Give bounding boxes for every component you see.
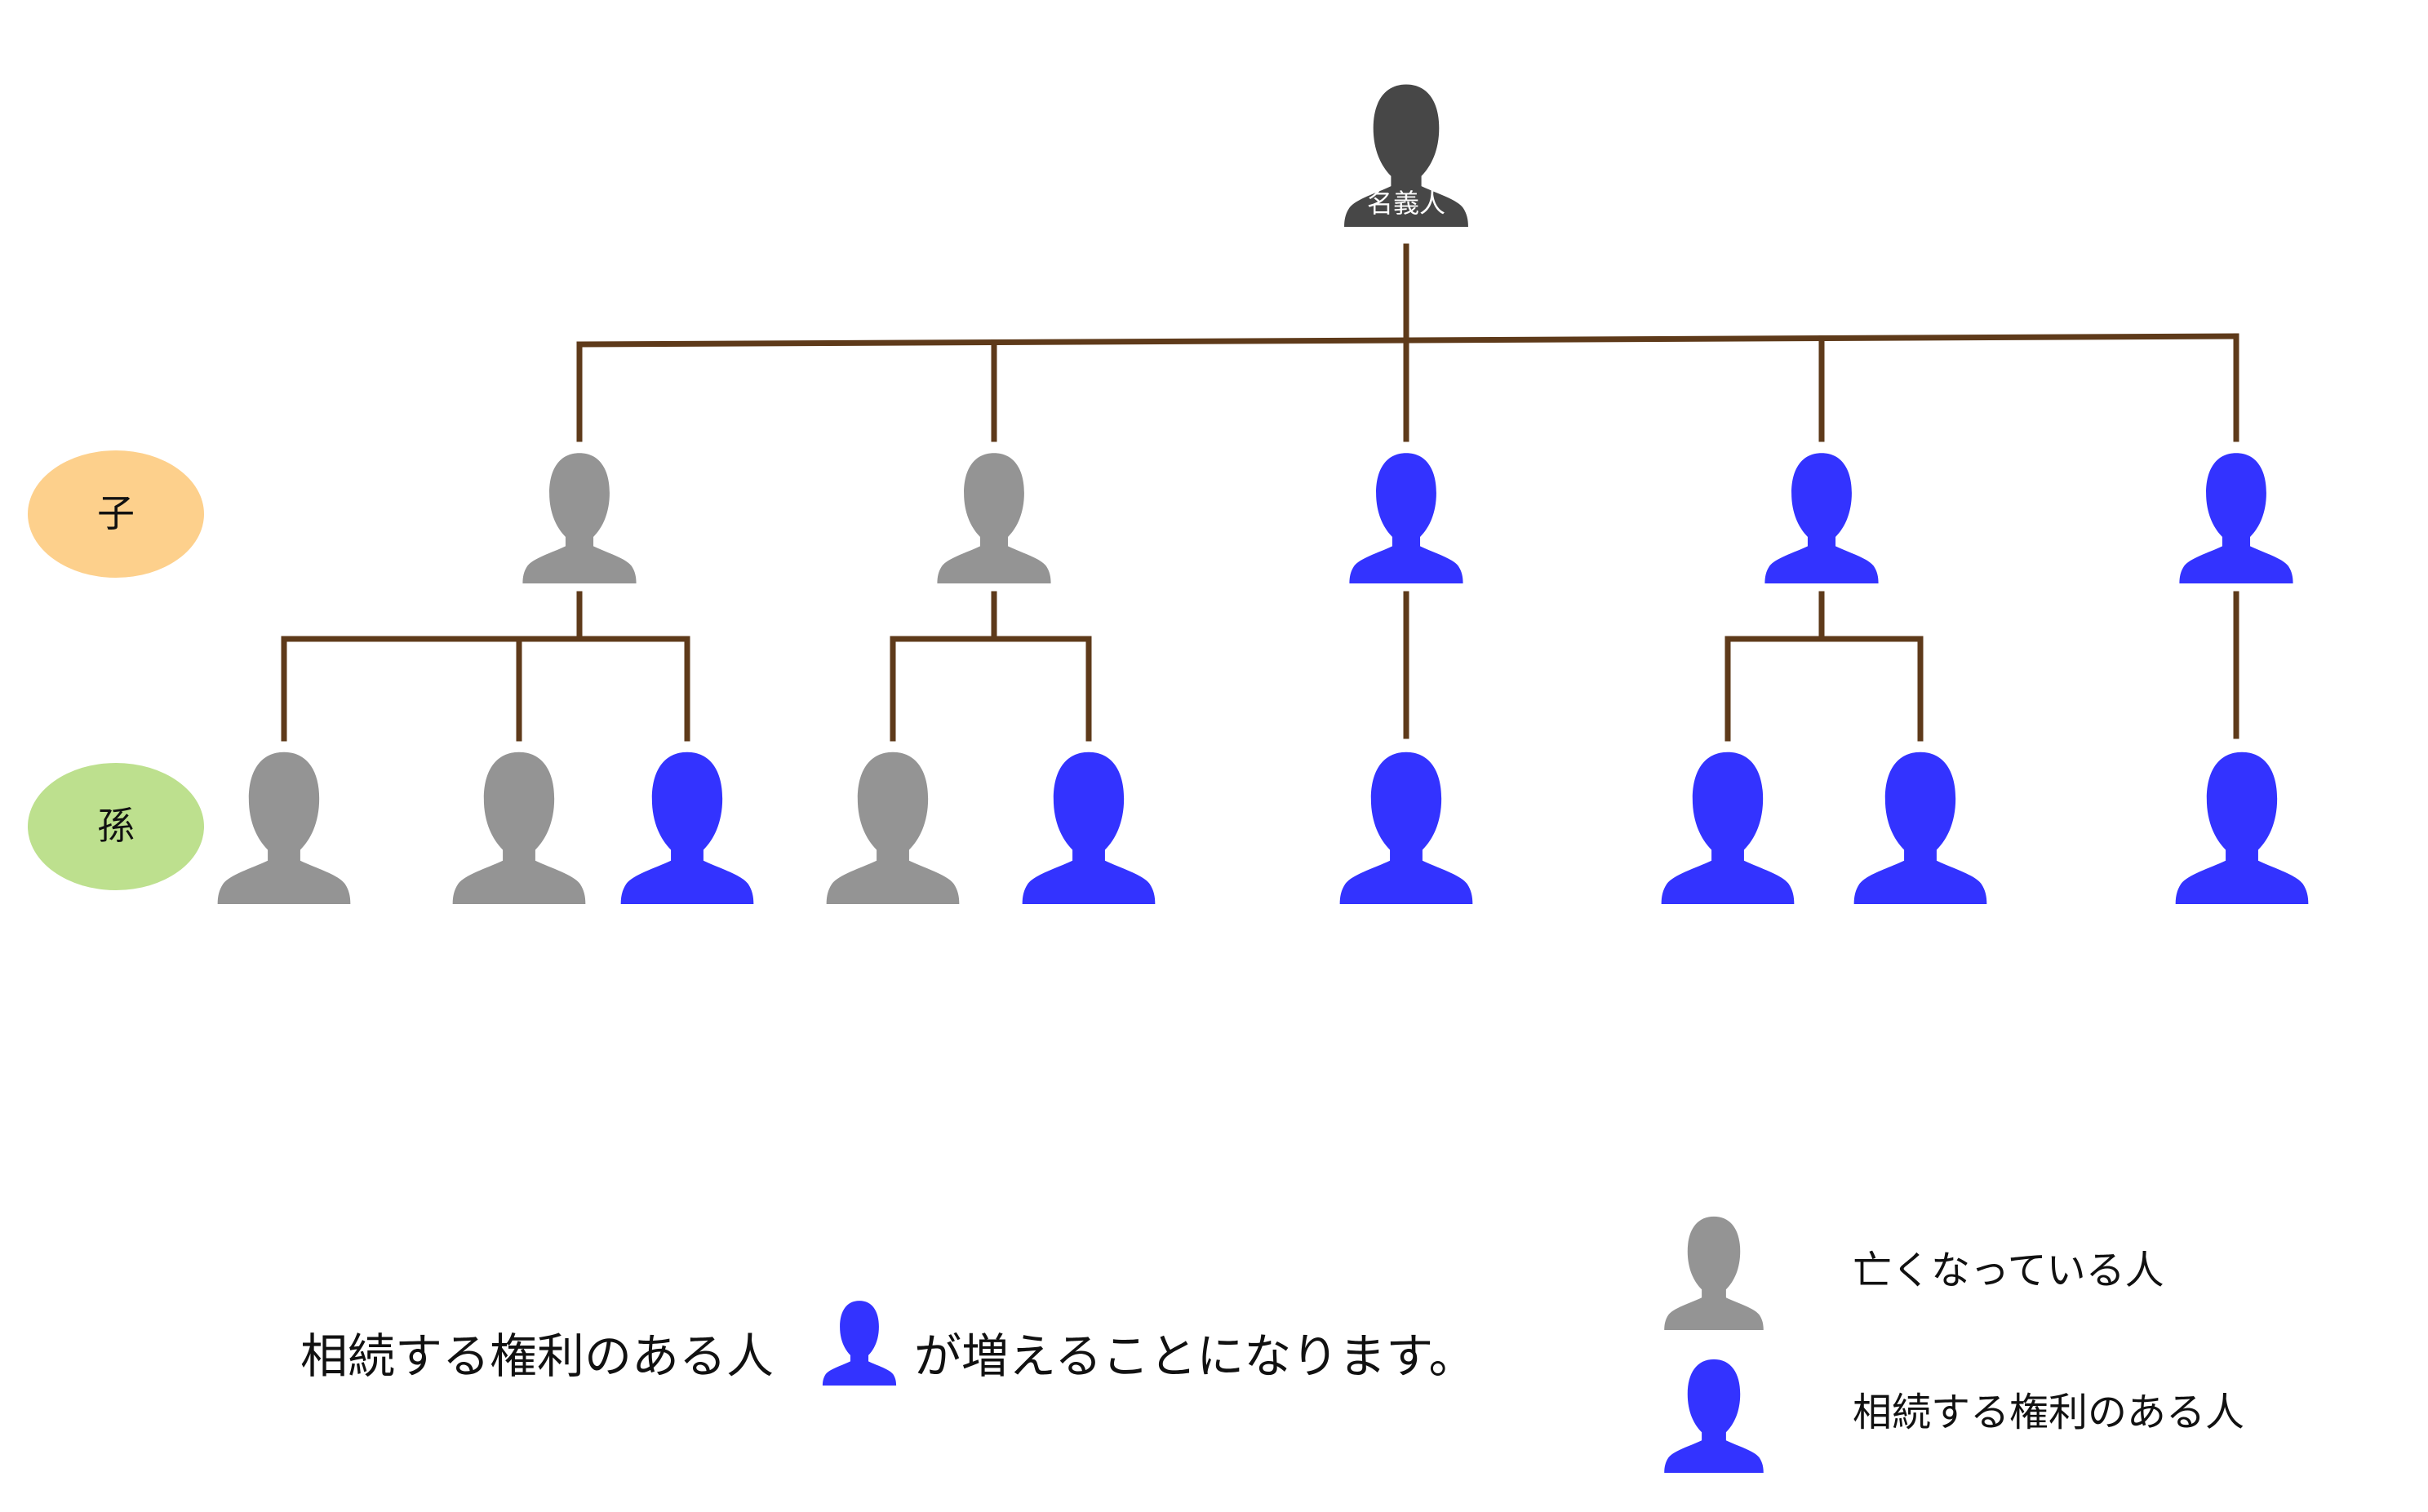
- caption-heir-icon-group: [822, 1301, 897, 1386]
- grandchild-person-icon: [1853, 752, 1987, 904]
- legend-heir-icon: [1664, 1359, 1764, 1473]
- grandchild-person-icon: [452, 752, 586, 904]
- legend: 亡くなっている人 相続する権利のある人: [1664, 1216, 2244, 1473]
- caption-before: 相続する権利のある人: [300, 1328, 774, 1384]
- generation-badge-child: 子: [28, 450, 204, 578]
- grandchild-person-icon: [1022, 752, 1156, 904]
- child-person-icon: [937, 453, 1051, 583]
- legend-deceased-label: 亡くなっている人: [1853, 1248, 2164, 1293]
- legend-deceased-icon: [1664, 1216, 1764, 1330]
- child-person-icon: [1349, 453, 1463, 583]
- legend-deceased-icon-group: [1664, 1216, 1764, 1330]
- tree-people: [217, 84, 2309, 904]
- owner-person-icon: [1344, 84, 1468, 227]
- grandchild-person-icon: [1339, 752, 1473, 904]
- child-person-icon: [1764, 453, 1879, 583]
- grandchild-person-icon: [826, 752, 960, 904]
- grandchild-person-icon: [1661, 752, 1795, 904]
- tree-connectors: [281, 243, 2239, 742]
- generation-badge-grandchild: 孫: [28, 763, 204, 890]
- grandchild-person-icon: [2175, 752, 2309, 904]
- grandchild-person-icon: [620, 752, 754, 904]
- generation-label-grandchild: 孫: [97, 804, 135, 848]
- caption-after: が増えることになります。: [914, 1328, 1476, 1384]
- child-person-icon: [522, 453, 637, 583]
- generation-label-child: 子: [97, 491, 135, 535]
- legend-heir-icon-group: [1664, 1359, 1764, 1473]
- grandchild-person-icon: [217, 752, 351, 904]
- legend-heir-label: 相続する権利のある人: [1853, 1390, 2244, 1435]
- caption: 相続する権利のある人 が増えることになります。: [300, 1301, 1476, 1386]
- owner-label: 名義人: [1367, 188, 1445, 219]
- caption-heir-icon: [822, 1301, 897, 1386]
- child-person-icon: [2179, 453, 2293, 583]
